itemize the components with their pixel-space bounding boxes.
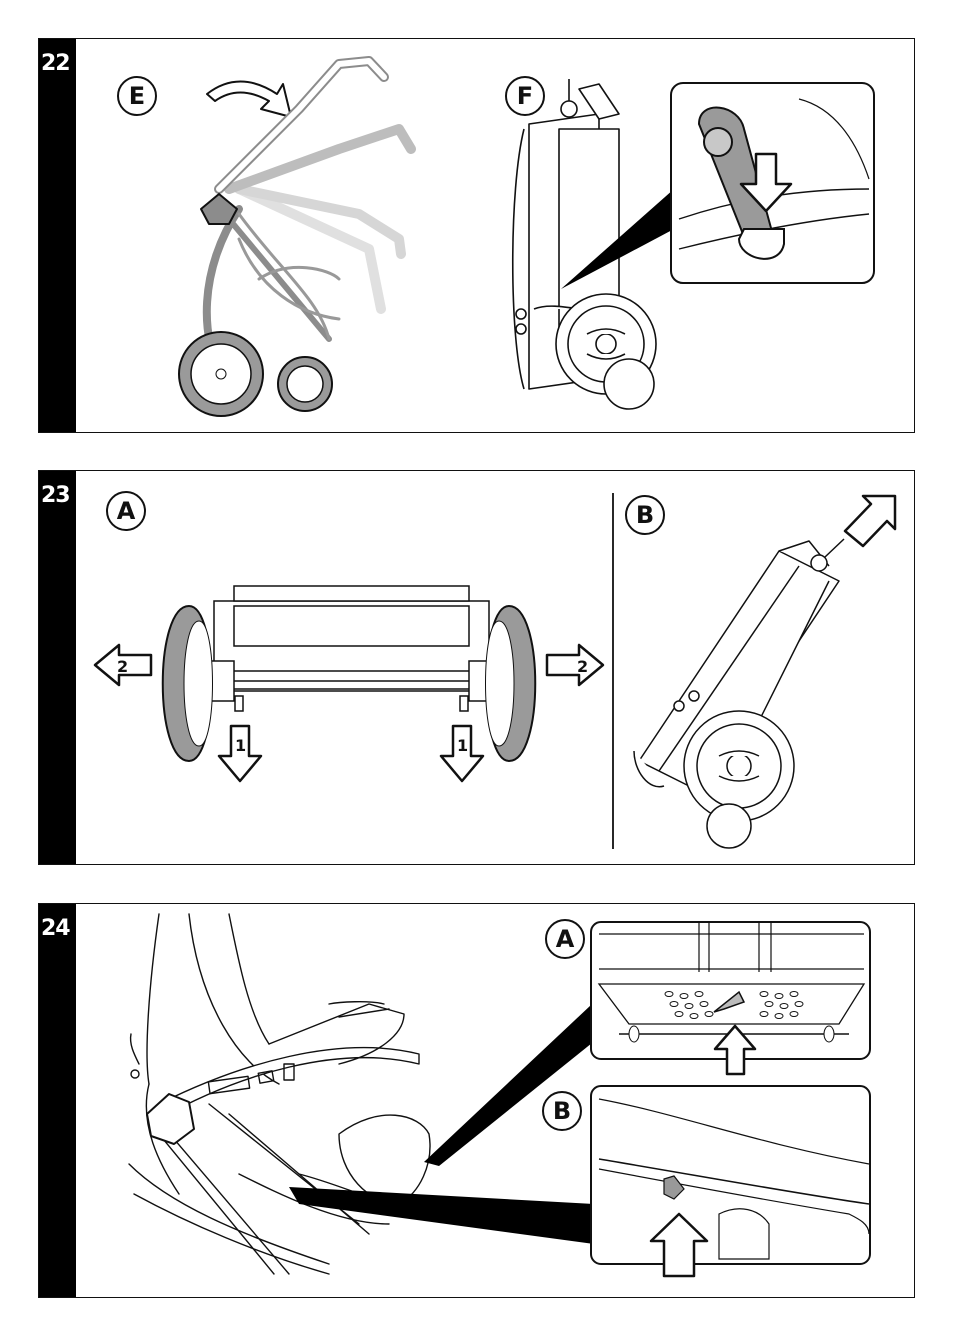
svg-text:E: E [129, 82, 145, 110]
inset-detail-b [591, 1086, 870, 1276]
stroller-folded-b [634, 539, 844, 848]
step-24-illustration: A B [39, 904, 916, 1299]
step-23-panel: 23 A 2 [38, 470, 915, 865]
stroller-rear-view [209, 586, 494, 711]
label-a: A [107, 492, 145, 530]
svg-text:1: 1 [457, 736, 468, 755]
label-a: A [546, 920, 584, 958]
pull-arrow-right-icon: 1 [441, 726, 483, 781]
svg-text:2: 2 [117, 657, 128, 676]
callout-wedge-a [424, 1005, 597, 1166]
push-arrow-left-icon: 2 [95, 645, 151, 685]
step-23-illustration: A 2 2 [39, 471, 916, 866]
step-24-panel: 24 [38, 903, 915, 1298]
up-right-arrow-icon [845, 496, 895, 546]
label-f: F [506, 77, 544, 115]
curved-arrow-icon [207, 82, 291, 118]
stroller-wheels-e [179, 332, 332, 416]
svg-text:1: 1 [235, 736, 246, 755]
push-arrow-right-icon: 2 [547, 645, 603, 685]
svg-text:B: B [553, 1097, 571, 1125]
label-b: B [626, 496, 664, 534]
inset-detail-f [671, 83, 874, 283]
step-22-illustration: E F [39, 39, 916, 434]
label-e: E [118, 77, 156, 115]
inset-detail-a [591, 922, 870, 1074]
pull-arrow-left-icon: 1 [219, 726, 261, 781]
svg-text:B: B [636, 501, 654, 529]
step-22-panel: 22 E [38, 38, 915, 433]
svg-text:2: 2 [577, 657, 588, 676]
stroller-folding-e [201, 61, 411, 379]
label-b: B [543, 1092, 581, 1130]
svg-text:F: F [517, 82, 533, 110]
svg-text:A: A [556, 925, 575, 953]
stroller-closeup [129, 914, 430, 1274]
svg-text:A: A [117, 497, 136, 525]
